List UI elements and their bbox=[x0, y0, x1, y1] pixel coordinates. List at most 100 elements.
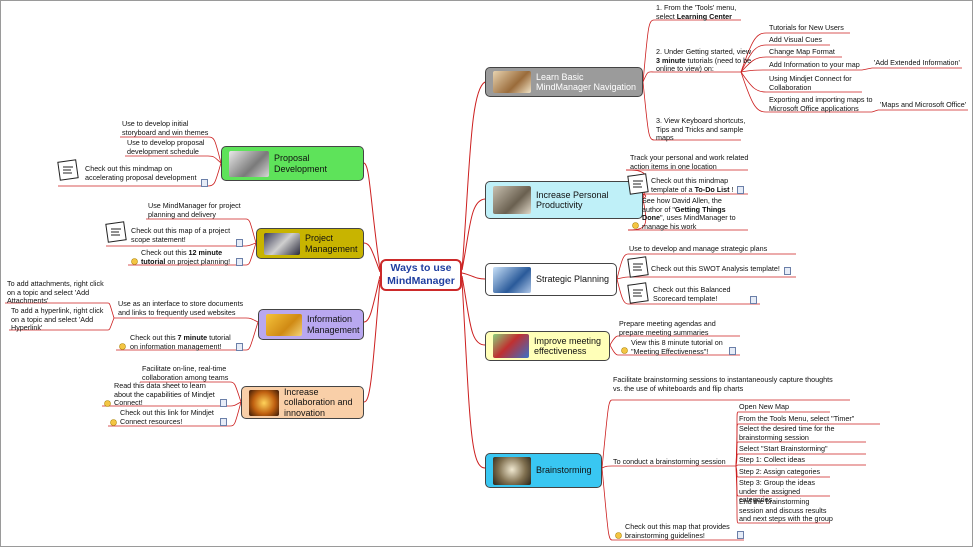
link-david-allen[interactable]: See how David Allen, the author of "Gett… bbox=[642, 196, 742, 232]
mindmap-doc-icon bbox=[627, 173, 649, 195]
collaboration-image bbox=[249, 389, 279, 416]
subtopic-online-collaboration[interactable]: Facilitate on-line, real-time collaborat… bbox=[142, 364, 229, 382]
subtopic-facilitate-brainstorming[interactable]: Facilitate brainstorming sessions to ins… bbox=[613, 375, 833, 393]
text-bold: 3 minute bbox=[656, 55, 686, 65]
personal-image bbox=[493, 186, 531, 214]
subtopic-project-planning[interactable]: Use MindManager for project planning and… bbox=[148, 201, 241, 219]
hyperlink-icon bbox=[615, 532, 622, 539]
topic-label: Increase Personal Productivity bbox=[536, 189, 609, 210]
subtopic-add-attachments[interactable]: To add attachments, right click on a top… bbox=[7, 279, 104, 306]
link-connect-datasheet[interactable]: Read this data sheet to learn about the … bbox=[114, 381, 215, 408]
text-bold: Learning Center bbox=[676, 11, 732, 21]
text-part: on project planning! bbox=[165, 256, 231, 266]
subtopic-add-information[interactable]: Add Information to your map bbox=[769, 60, 860, 69]
strategic-image bbox=[493, 266, 531, 293]
step-select-time[interactable]: Select the desired time for the brainsto… bbox=[739, 424, 835, 442]
topic-learn-navigation[interactable]: Learn Basic MindManager Navigation bbox=[485, 67, 643, 97]
learn-image bbox=[493, 71, 531, 93]
text-part: tutorials (need to be online to view) on… bbox=[656, 55, 752, 74]
link-accelerating-proposal[interactable]: Check out this mindmap on accelerating p… bbox=[85, 164, 197, 182]
topic-label: Improve meeting effectiveness bbox=[534, 335, 602, 356]
link-brainstorming-guidelines[interactable]: Check out this map that provides brainst… bbox=[625, 522, 730, 540]
subtopic-add-visual-cues[interactable]: Add Visual Cues bbox=[769, 35, 823, 44]
subtopic-keyboard-shortcuts[interactable]: 3. View Keyboard shortcuts, Tips and Tri… bbox=[656, 116, 746, 143]
step-start-brainstorming[interactable]: Select "Start Brainstorming" bbox=[739, 444, 828, 453]
step-select-timer[interactable]: From the Tools Menu, select "Timer" bbox=[739, 414, 855, 423]
step-collect-ideas[interactable]: Step 1: Collect ideas bbox=[739, 455, 805, 464]
subtopic-schedule[interactable]: Use to develop proposal development sche… bbox=[127, 138, 205, 156]
topic-label: Proposal Development bbox=[274, 153, 328, 174]
subtopic-mindjet-connect[interactable]: Using Mindjet Connect for Collaboration bbox=[769, 74, 852, 92]
central-topic[interactable]: Ways to use MindManager bbox=[380, 259, 462, 291]
mindmap-doc-icon bbox=[105, 221, 127, 243]
subtopic-add-hyperlink[interactable]: To add a hyperlink, right click on a top… bbox=[11, 306, 104, 333]
subtopic-tutorials-new-users[interactable]: Tutorials for New Users bbox=[769, 23, 844, 32]
text-bold: Getting Things Done bbox=[642, 204, 726, 223]
link-todo-template[interactable]: Check out this mindmap template of a To-… bbox=[651, 176, 735, 194]
subtopic-change-map-format[interactable]: Change Map Format bbox=[769, 47, 835, 56]
link-information-tutorial[interactable]: Check out this 7 minute tutorial on info… bbox=[130, 333, 234, 351]
link-project-scope[interactable]: Check out this map of a project scope st… bbox=[131, 226, 231, 244]
step-assign-categories[interactable]: Step 2: Assign categories bbox=[739, 467, 821, 476]
topic-information-management[interactable]: Information Management bbox=[258, 309, 364, 340]
topic-personal-productivity[interactable]: Increase Personal Productivity bbox=[485, 181, 643, 219]
text-part: ! bbox=[729, 184, 734, 194]
attachment-icon bbox=[729, 347, 736, 355]
subtopic-maps-office[interactable]: 'Maps and Microsoft Office' bbox=[880, 100, 967, 109]
subtopic-store-documents[interactable]: Use as an interface to store documents a… bbox=[118, 299, 244, 317]
topic-proposal-development[interactable]: Proposal Development bbox=[221, 146, 364, 181]
text-part: tutorial on information management! bbox=[130, 333, 231, 351]
text-bold: 7 minute bbox=[177, 333, 208, 342]
link-swot-template[interactable]: Check out this SWOT Analysis template! bbox=[651, 264, 780, 273]
topic-label: Brainstorming bbox=[536, 465, 592, 476]
information-image bbox=[266, 313, 302, 336]
project-image bbox=[264, 232, 300, 255]
text-part: Check out this bbox=[141, 248, 189, 257]
attachment-icon bbox=[737, 531, 744, 539]
subtopic-storyboard[interactable]: Use to develop initial storyboard and wi… bbox=[122, 119, 209, 137]
text-part: See how David Allen, the author of " bbox=[642, 196, 722, 214]
topic-project-management[interactable]: Project Management bbox=[256, 228, 364, 259]
attachment-icon bbox=[201, 179, 208, 187]
attachment-icon bbox=[236, 239, 243, 247]
text-part: Check out this mindmap template of a bbox=[651, 176, 729, 194]
subtopic-track-action-items[interactable]: Track your personal and work related act… bbox=[630, 153, 749, 171]
link-connect-resources[interactable]: Check out this link for Mindjet Connect … bbox=[120, 408, 214, 426]
meeting-image bbox=[493, 334, 529, 358]
subtopic-getting-started[interactable]: 2. Under Getting started, view 3 minute … bbox=[656, 47, 752, 74]
topic-label: Strategic Planning bbox=[536, 274, 610, 285]
subtopic-strategic-plans[interactable]: Use to develop and manage strategic plan… bbox=[629, 244, 768, 253]
attachment-icon bbox=[784, 267, 791, 275]
subtopic-learning-center[interactable]: 1. From the 'Tools' menu, select Learnin… bbox=[656, 3, 744, 21]
link-project-tutorial[interactable]: Check out this 12 minute tutorial on pro… bbox=[141, 248, 233, 266]
text-part: ", uses MindManager to manage his work bbox=[642, 213, 736, 231]
text-bold: 12 minute tutorial bbox=[141, 248, 223, 266]
hyperlink-icon bbox=[621, 347, 628, 354]
step-open-new-map[interactable]: Open New Map bbox=[739, 402, 789, 411]
subtopic-add-extended-info[interactable]: 'Add Extended Information' bbox=[874, 58, 960, 67]
topic-meeting-effectiveness[interactable]: Improve meeting effectiveness bbox=[485, 331, 610, 361]
attachment-icon bbox=[220, 418, 227, 426]
mindmap-doc-icon bbox=[627, 256, 649, 278]
mindmap-doc-icon bbox=[627, 282, 649, 304]
topic-label: Project Management bbox=[305, 233, 358, 254]
hyperlink-icon bbox=[110, 419, 117, 426]
text-part: 2. Under Getting started, view bbox=[656, 47, 752, 56]
topic-brainstorming[interactable]: Brainstorming bbox=[485, 453, 602, 488]
step-end-session[interactable]: End the brainstorming session and discus… bbox=[739, 497, 833, 524]
text-bold: To-Do List bbox=[694, 184, 730, 194]
mindmap-doc-icon bbox=[57, 159, 79, 181]
topic-strategic-planning[interactable]: Strategic Planning bbox=[485, 263, 617, 296]
hyperlink-icon bbox=[104, 400, 111, 407]
subtopic-meeting-agendas[interactable]: Prepare meeting agendas and prepare meet… bbox=[619, 319, 716, 337]
subtopic-exporting-maps[interactable]: Exporting and importing maps to Microsof… bbox=[769, 95, 873, 113]
step-group-ideas[interactable]: Step 3: Group the ideas under the assign… bbox=[739, 478, 815, 505]
proposal-image bbox=[229, 150, 269, 177]
subtopic-conduct-session[interactable]: To conduct a brainstorming session bbox=[613, 457, 726, 466]
hyperlink-icon bbox=[119, 343, 126, 350]
topic-increase-collaboration[interactable]: Increase collaboration and innovation bbox=[241, 386, 364, 419]
link-balanced-scorecard[interactable]: Check out this Balanced Scorecard templa… bbox=[653, 285, 731, 303]
topic-label: Information Management bbox=[307, 314, 360, 335]
link-meeting-tutorial[interactable]: View this 8 minute tutorial on "Meeting … bbox=[631, 338, 723, 356]
central-topic-label: Ways to use MindManager bbox=[387, 262, 455, 287]
